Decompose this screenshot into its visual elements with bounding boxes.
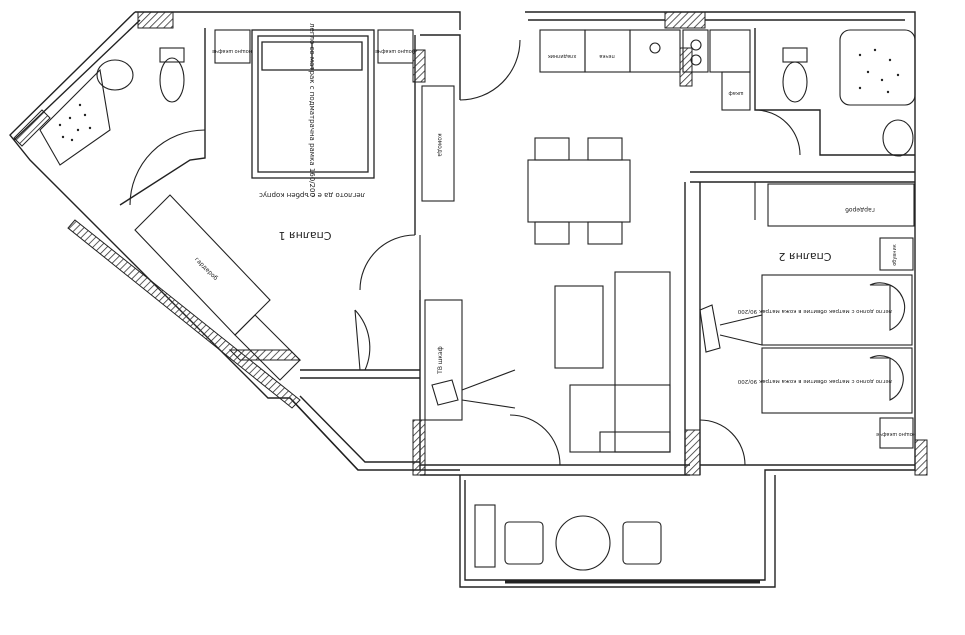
labels: Спалня 1 Спалня 2 легло со матрак с подм… [193, 23, 916, 437]
room-label-bedroom2: Спалня 2 [779, 250, 832, 263]
label-fridge: хладилник [548, 53, 577, 59]
label-wardrobe1: гардероб [193, 256, 219, 282]
tv-unit [424, 299, 516, 421]
label-single-bed2: легло долно с матрак обвитие в кожа матр… [737, 378, 892, 384]
kitchen-counter [539, 29, 751, 111]
room-label-bedroom1: Спалня 1 [279, 229, 332, 242]
wardrobe-b2 [767, 183, 915, 227]
dining-table [527, 137, 631, 245]
double-bed [251, 29, 375, 179]
label-nightstand-right: нощно шкафче [375, 48, 415, 54]
nightstands-b1 [214, 29, 414, 64]
balcony-furniture [474, 504, 662, 571]
label-cabinet: шкаф [729, 90, 744, 96]
label-chest1: комода [436, 133, 443, 157]
single-beds [761, 274, 913, 414]
wardrobe-b1 [134, 194, 301, 381]
label-single-bed1: легло долно с матрак обвитие в кожа матр… [737, 308, 892, 314]
label-nightstand-b2: нощно шкафче [876, 431, 916, 437]
label-wardrobe2: гардероб [845, 206, 875, 213]
label-nightstand-left: нощно шкафче [212, 48, 252, 54]
label-double-bed: легло со матрак с подматрачна рамка 160/… [308, 23, 316, 197]
door-swings [129, 39, 801, 466]
bathroom-2-fixtures [782, 29, 916, 157]
chest-b1 [421, 85, 455, 202]
structural-columns [13, 11, 928, 476]
sofa [554, 271, 671, 453]
label-tv-stand: ТВ шкаф [437, 346, 444, 375]
shower-dots-2 [858, 48, 900, 94]
label-kitchen-appliance: печка [599, 53, 614, 59]
label-side-cabinet: обувник [892, 244, 898, 266]
bathroom-1-fixtures [39, 47, 185, 166]
label-double-bed-sub: леглото да е с ърбен корпус [259, 191, 365, 199]
b2-extras [699, 237, 914, 449]
shower-dots-1 [58, 103, 92, 142]
